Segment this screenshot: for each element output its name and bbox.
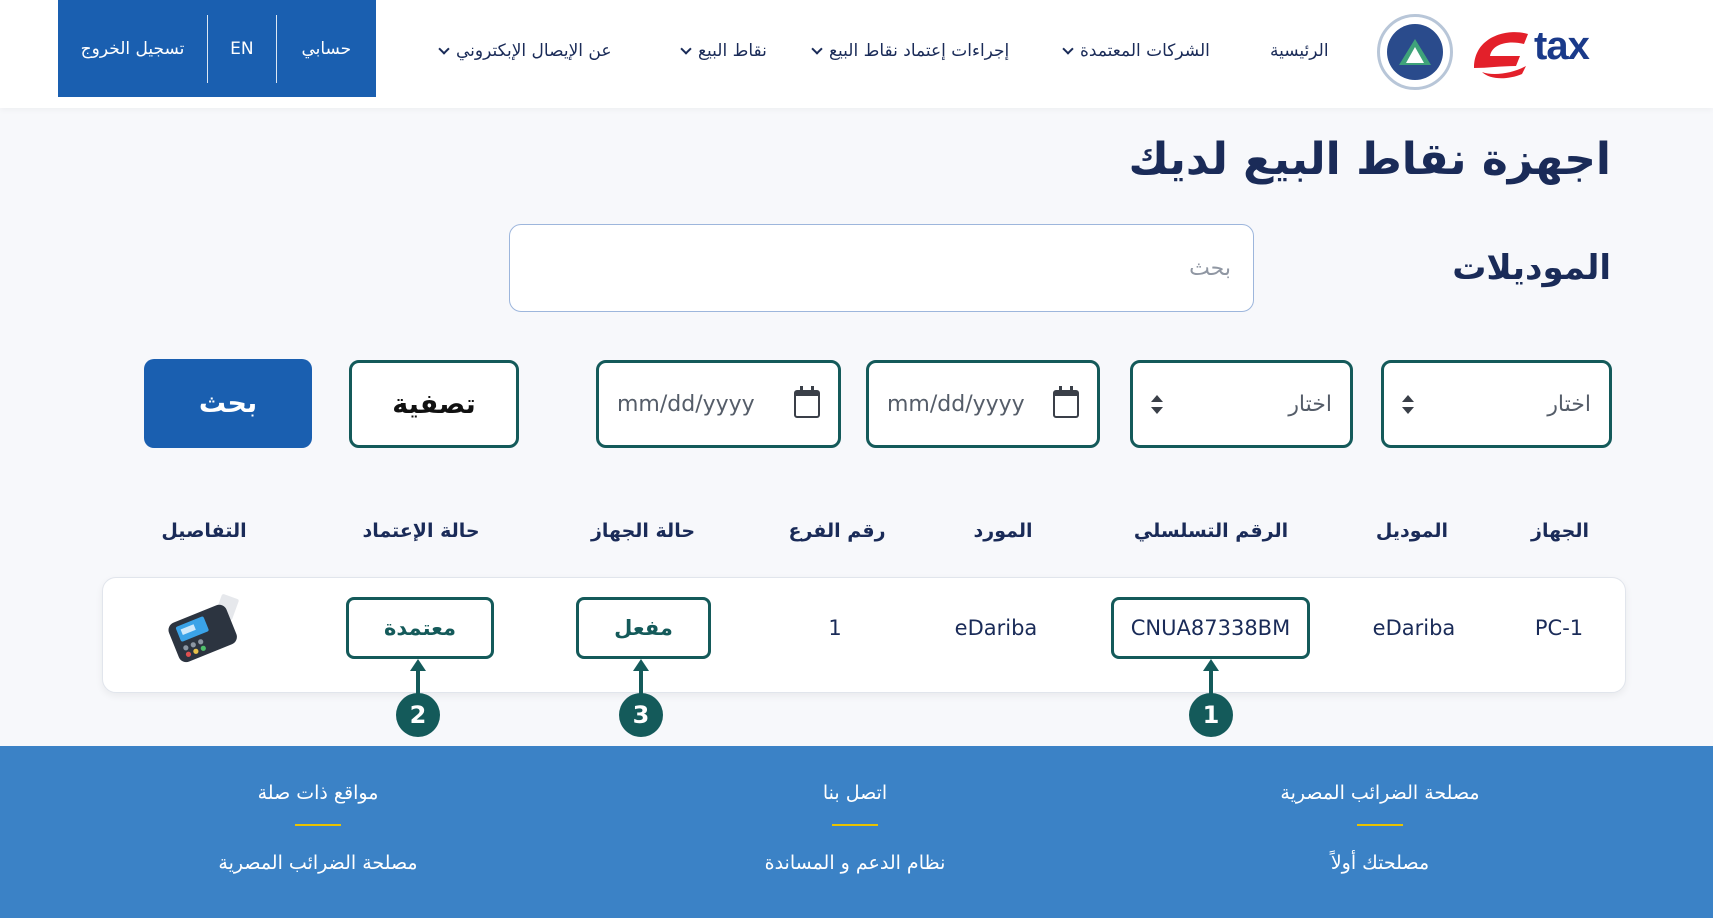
cell-model: eDariba	[1372, 616, 1456, 640]
search-button[interactable]: بحث	[144, 359, 312, 448]
column-header-model: الموديل	[1375, 520, 1449, 542]
etax-logo-icon[interactable]	[1468, 22, 1604, 80]
footer-divider	[1357, 824, 1403, 826]
column-header-device: الجهاز	[1531, 520, 1589, 542]
chevron-down-icon	[680, 42, 692, 55]
my-account-link[interactable]: حسابي	[301, 38, 352, 59]
footer-column-related-sites: مواقع ذات صلة مصلحة الضرائب المصرية	[108, 746, 528, 874]
date-placeholder: mm/dd/yyyy	[617, 391, 755, 417]
filter-select-1[interactable]: اختار	[1381, 360, 1612, 448]
column-header-branch: رقم الفرع	[788, 520, 886, 542]
models-label: الموديلات	[1452, 248, 1611, 288]
chevron-down-icon	[1062, 42, 1074, 55]
site-footer: مواقع ذات صلة مصلحة الضرائب المصرية اتصل…	[0, 746, 1713, 918]
chevron-down-icon	[811, 42, 823, 55]
column-header-details: التفاصيل	[161, 520, 247, 542]
callout-marker-2: 2	[396, 659, 440, 737]
callout-marker-3: 3	[619, 659, 663, 737]
callout-marker-1: 1	[1189, 659, 1233, 737]
nav-label: نقاط البيع	[698, 41, 767, 61]
calendar-icon[interactable]	[794, 386, 820, 418]
logo-wordmark: tax	[1534, 24, 1590, 68]
tax-authority-seal-icon[interactable]	[1377, 14, 1453, 90]
chevron-down-icon	[438, 42, 450, 55]
footer-link[interactable]: نظام الدعم و المساندة	[764, 852, 946, 874]
device-status-badge: مفعل	[576, 597, 711, 659]
footer-link[interactable]: مصلحتك أولاً	[1330, 852, 1430, 874]
select-placeholder: اختار	[1288, 391, 1332, 417]
account-bar: تسجيل الخروج EN حسابي	[58, 0, 376, 97]
column-header-approval-status: حالة الإعتماد	[362, 520, 480, 542]
models-search-input[interactable]	[509, 224, 1254, 312]
nav-approved-companies[interactable]: الشركات المعتمدة	[1062, 38, 1210, 64]
nav-label: الشركات المعتمدة	[1080, 41, 1210, 61]
column-header-serial: الرقم التسلسلي	[1133, 520, 1289, 542]
select-placeholder: اختار	[1547, 391, 1591, 417]
cell-branch: 1	[828, 616, 842, 640]
cell-device: PC-1	[1534, 616, 1584, 640]
sort-arrows-icon	[1402, 394, 1414, 414]
site-header: تسجيل الخروج EN حسابي عن الإيصال الإبكتر…	[0, 0, 1713, 108]
footer-heading: مواقع ذات صلة	[257, 782, 379, 804]
nav-label: الرئيسية	[1270, 41, 1329, 61]
cell-serial: CNUA87338BM	[1111, 597, 1310, 659]
footer-divider	[832, 824, 878, 826]
filter-select-2[interactable]: اختار	[1130, 360, 1353, 448]
footer-heading: مصلحة الضرائب المصرية	[1280, 782, 1480, 804]
footer-link[interactable]: مصلحة الضرائب المصرية	[218, 852, 418, 874]
nav-pos-approval[interactable]: إجراءات إعتماد نقاط البيع	[811, 38, 1010, 64]
pos-terminal-icon[interactable]	[162, 594, 246, 666]
approval-status-badge: معتمدة	[346, 597, 494, 659]
footer-divider	[295, 824, 341, 826]
nav-home[interactable]: الرئيسية	[1270, 38, 1329, 64]
logout-link[interactable]: تسجيل الخروج	[80, 38, 185, 59]
nav-about-einvoice[interactable]: عن الإيصال الإبكتروني	[438, 38, 612, 64]
sort-arrows-icon	[1151, 394, 1163, 414]
column-header-device-status: حالة الجهاز	[590, 520, 696, 542]
nav-label: إجراءات إعتماد نقاط البيع	[829, 41, 1010, 61]
footer-heading: اتصل بنا	[822, 782, 888, 804]
filter-button[interactable]: تصفية	[349, 360, 519, 448]
divider	[275, 14, 277, 83]
language-toggle[interactable]: EN	[230, 38, 254, 59]
date-to-input[interactable]: mm/dd/yyyy	[596, 360, 841, 448]
footer-column-tax-authority: مصلحة الضرائب المصرية مصلحتك أولاً	[1170, 746, 1590, 874]
date-placeholder: mm/dd/yyyy	[887, 391, 1025, 417]
page-title: اجهزة نقاط البيع لديك	[1128, 134, 1611, 185]
nav-pos[interactable]: نقاط البيع	[680, 38, 767, 64]
footer-column-contact: اتصل بنا نظام الدعم و المساندة	[645, 746, 1065, 874]
column-header-supplier: المورد	[973, 520, 1033, 542]
divider	[207, 14, 209, 83]
cell-supplier: eDariba	[954, 616, 1038, 640]
calendar-icon[interactable]	[1053, 386, 1079, 418]
nav-label: عن الإيصال الإبكتروني	[456, 41, 612, 61]
date-from-input[interactable]: mm/dd/yyyy	[866, 360, 1100, 448]
